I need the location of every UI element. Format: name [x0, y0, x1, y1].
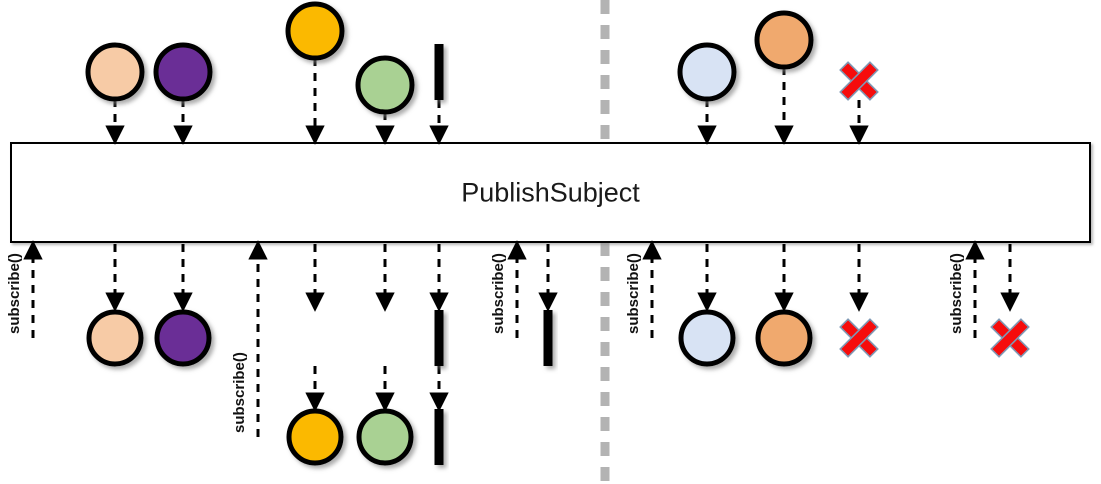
- observer-timeline-2-complete-bar[interactable]: [434, 409, 444, 465]
- source-marble-yellow[interactable]: [285, 1, 345, 61]
- observer-timeline-2: subscribe(): [231, 240, 485, 466]
- observer-timeline-group: subscribe() subscribe() subscribe() subscri…: [6, 240, 1087, 466]
- observer-timeline-3: subscribe(): [490, 240, 587, 366]
- source-marble-purple[interactable]: [153, 42, 213, 102]
- observer-timeline-1-subscribe-label: subscribe(): [6, 253, 23, 334]
- observer-timeline-4-subscribe-label: subscribe(): [625, 253, 642, 334]
- observer-timeline-1: subscribe(): [6, 240, 485, 367]
- source-complete-bar[interactable]: [434, 44, 444, 100]
- observer-timeline-2-marble-yellow[interactable]: [286, 408, 344, 466]
- observer-timeline-1-marble-purple[interactable]: [154, 309, 212, 367]
- source-event-group: [85, 1, 879, 115]
- source-error-x[interactable]: [839, 61, 879, 101]
- observer-timeline-5: subscribe(): [948, 240, 1087, 358]
- source-to-subject-arrow-group: [105, 58, 869, 145]
- source-marble-peach[interactable]: [85, 42, 145, 102]
- observer-timeline-4-error-x[interactable]: [839, 318, 879, 358]
- source-marble-orange[interactable]: [754, 10, 814, 70]
- observer-timeline-3-subscribe-label: subscribe(): [490, 253, 507, 334]
- publish-subject-label-group: PublishSubject: [461, 178, 640, 208]
- observer-timeline-4-marble-orange[interactable]: [755, 309, 813, 367]
- subject-to-observer-arrow-group: [105, 244, 1020, 412]
- observer-timeline-2-marble-green[interactable]: [356, 408, 414, 466]
- publish-subject-rect: [10, 142, 1091, 243]
- observer-timeline-4: subscribe(): [625, 240, 919, 367]
- observer-timeline-2-subscribe-label: subscribe(): [231, 352, 248, 433]
- observer-timeline-1-complete-bar[interactable]: [434, 310, 444, 366]
- observer-timeline-5-error-x[interactable]: [990, 318, 1030, 358]
- publish-subject-title: PublishSubject: [461, 178, 640, 208]
- observer-timeline-3-complete-bar[interactable]: [543, 310, 553, 366]
- source-marble-green[interactable]: [355, 55, 415, 115]
- publish-subject-box: [10, 142, 1091, 243]
- observer-timeline-4-marble-lightblue[interactable]: [678, 309, 736, 367]
- observer-timeline-1-marble-peach[interactable]: [86, 309, 144, 367]
- observer-timeline-5-subscribe-label: subscribe(): [948, 253, 965, 334]
- source-marble-lightblue[interactable]: [677, 42, 737, 102]
